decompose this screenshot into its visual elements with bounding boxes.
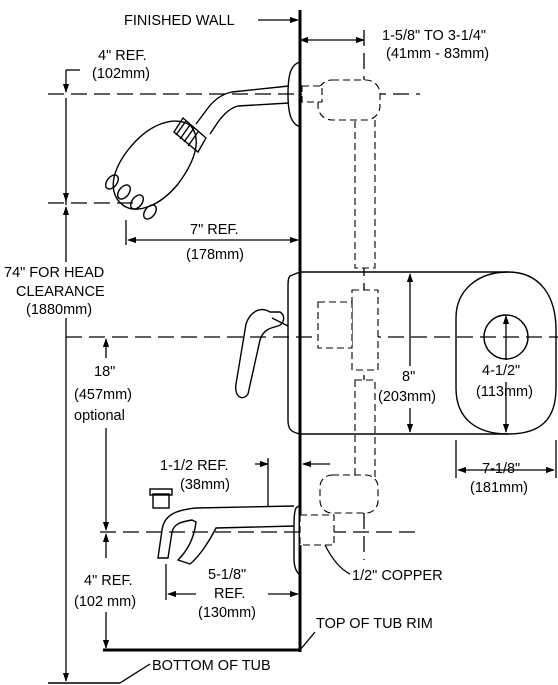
label-spout-reach: 5-1/8": [208, 567, 246, 583]
shower-head-icon: [104, 116, 207, 220]
tub-spout-assembly: [149, 488, 301, 576]
label-tub-bottom: BOTTOM OF TUB: [152, 658, 271, 674]
elbow-upper: [317, 79, 381, 121]
label-hub: 4-1/2": [482, 363, 520, 379]
label-wall-depth: 1-5/8" TO 3-1/4": [382, 28, 486, 44]
label-trim-width: 7-1/8": [482, 461, 520, 477]
label-trim-height: 8": [402, 369, 415, 385]
label-valve-spout-mm: (457mm): [74, 387, 132, 403]
shower-flange: [287, 61, 301, 128]
trim-plate-side: [287, 271, 301, 435]
label-head-clearance-mm: (1880mm): [26, 302, 92, 318]
label-wall-depth-mm: (41mm - 83mm): [386, 46, 489, 62]
label-head-reach-mm: (178mm): [186, 247, 244, 263]
label-spout-ref: 1-1/2 REF.: [160, 458, 229, 474]
label-finished-wall: FINISHED WALL: [124, 13, 235, 29]
label-spout-reach-mm: (130mm): [198, 605, 256, 621]
label-copper: 1/2" COPPER: [352, 568, 443, 584]
label-spout-ref-mm: (38mm): [180, 477, 230, 493]
riser-pipe-upper: [354, 117, 376, 269]
label-valve-spout-optional: optional: [74, 408, 125, 424]
shower-head-assembly: [104, 61, 301, 220]
lever-handle-icon: [234, 308, 289, 399]
label-spout-reach-ref: REF.: [214, 586, 245, 602]
spout-flange: [293, 504, 301, 576]
spout-fitting: [299, 514, 335, 546]
label-head-reach: 7" REF.: [190, 222, 239, 238]
shower-arm: [195, 85, 290, 135]
label-valve-spout: 18": [94, 364, 115, 380]
label-trim-height-mm: (203mm): [378, 389, 436, 405]
dimension-lines: [62, 36, 557, 684]
label-head-clearance-2: CLEARANCE: [16, 284, 105, 300]
label-arm-ref-mm: (102mm): [92, 66, 150, 82]
elbow-lower: [319, 474, 379, 514]
label-arm-ref: 4" REF.: [98, 48, 147, 64]
label-tub-rim: TOP OF TUB RIM: [316, 616, 433, 632]
valve-stem-block: [317, 301, 353, 349]
label-spout-rim-mm: (102 mm): [74, 594, 136, 610]
tub-spout-icon: [149, 488, 295, 565]
arm-fitting: [301, 85, 323, 103]
label-spout-rim: 4" REF.: [84, 573, 133, 589]
valve-trim-assembly: [234, 271, 557, 435]
labels: FINISHED WALL 1-5/8" TO 3-1/4" (41mm - 8…: [4, 13, 533, 674]
label-head-clearance: 74" FOR HEAD: [4, 265, 104, 281]
valve-body-behind: [351, 289, 379, 371]
riser-pipe-lower: [354, 379, 376, 491]
label-trim-width-mm: (181mm): [470, 480, 528, 496]
label-hub-mm: (113mm): [476, 384, 533, 400]
in-wall-piping: [299, 79, 381, 546]
